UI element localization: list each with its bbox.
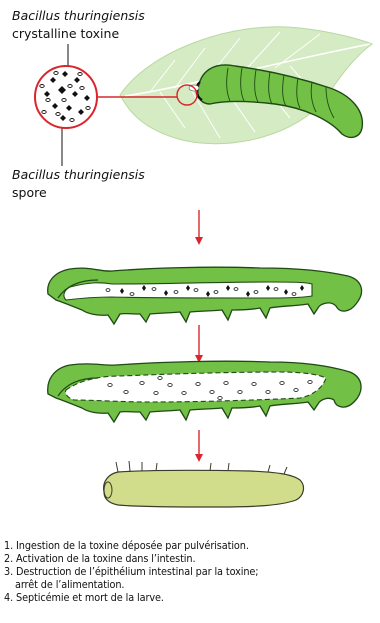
label-bt-spore-species: Bacillus thuringiensis (12, 167, 145, 182)
dead-larva (104, 461, 304, 507)
step-2: 2. Activation de la toxine dans l’intest… (4, 552, 378, 565)
magnified-bt-circle (35, 66, 97, 128)
steps-list: 1. Ingestion de la toxine déposée par pu… (4, 539, 378, 604)
label-spore: spore (12, 185, 47, 200)
caterpillar-section-activation (48, 267, 362, 324)
caterpillar-section-destruction (48, 361, 361, 422)
step-4: 4. Septicémie et mort de la larve. (4, 591, 378, 604)
step-3: 3. Destruction de l’épithélium intestina… (4, 565, 378, 578)
step-1: 1. Ingestion de la toxine déposée par pu… (4, 539, 378, 552)
label-crystalline-toxine: crystalline toxine (12, 26, 119, 41)
label-bt-crystal-species: Bacillus thuringiensis (12, 8, 145, 23)
step-3-continued: arrêt de l’alimentation. (4, 578, 378, 591)
